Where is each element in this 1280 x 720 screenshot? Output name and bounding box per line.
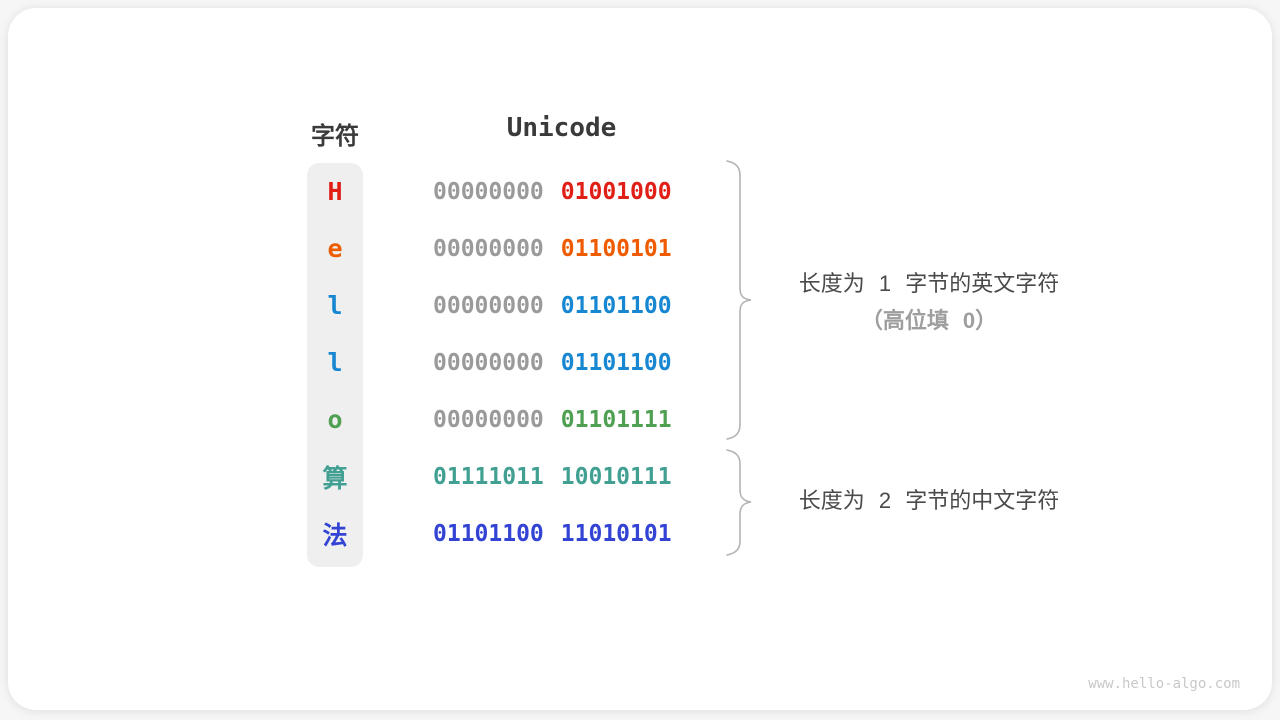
annotation-chinese: 长度为 2 字节的中文字符 bbox=[762, 482, 1096, 519]
annotation-chinese-line1: 长度为 2 字节的中文字符 bbox=[798, 488, 1060, 513]
byte-high: 01111011 bbox=[433, 463, 544, 490]
column-header-unicode: Unicode bbox=[506, 113, 617, 143]
byte-high: 01101100 bbox=[433, 520, 544, 547]
unicode-bits: 00000000 01001000 bbox=[433, 163, 672, 220]
encoding-row: 算 01111011 10010111 bbox=[0, 448, 1280, 505]
column-header-char: 字符 bbox=[311, 123, 359, 150]
character-cell: l bbox=[327, 291, 343, 320]
annotation-english-line1: 长度为 1 字节的英文字符 bbox=[798, 271, 1060, 296]
unicode-bits: 00000000 01101100 bbox=[433, 334, 672, 391]
annotation-english: 长度为 1 字节的英文字符 （高位填 0） bbox=[762, 265, 1096, 339]
character-cell: l bbox=[327, 348, 343, 377]
byte-low: 11010101 bbox=[560, 520, 672, 547]
byte-high: 00000000 bbox=[433, 349, 544, 376]
byte-low: 10010111 bbox=[560, 463, 672, 490]
unicode-bits: 00000000 01101100 bbox=[433, 277, 672, 334]
byte-high: 00000000 bbox=[433, 292, 544, 319]
character-cell: 算 bbox=[322, 463, 348, 493]
byte-low: 01001000 bbox=[560, 178, 672, 205]
unicode-bits: 01111011 10010111 bbox=[433, 448, 672, 505]
byte-high: 00000000 bbox=[433, 235, 544, 262]
encoding-row: o 00000000 01101111 bbox=[0, 391, 1280, 448]
byte-high: 00000000 bbox=[433, 178, 544, 205]
watermark: www.hello-algo.com bbox=[1088, 676, 1240, 692]
byte-low: 01101100 bbox=[560, 292, 672, 319]
encoding-row: H 00000000 01001000 bbox=[0, 163, 1280, 220]
figure-card bbox=[8, 8, 1272, 710]
annotation-english-line2: （高位填 0） bbox=[860, 308, 998, 333]
character-cell: 法 bbox=[322, 520, 348, 550]
character-cell: o bbox=[327, 405, 343, 434]
encoding-row: 法 01101100 11010101 bbox=[0, 505, 1280, 562]
encoding-row: l 00000000 01101100 bbox=[0, 334, 1280, 391]
character-cell: e bbox=[327, 234, 343, 263]
byte-low: 01101111 bbox=[560, 406, 672, 433]
character-cell: H bbox=[327, 177, 343, 206]
byte-high: 00000000 bbox=[433, 406, 544, 433]
unicode-bits: 01101100 11010101 bbox=[433, 505, 672, 562]
encoding-row: l 00000000 01101100 bbox=[0, 277, 1280, 334]
encoding-row: e 00000000 01100101 bbox=[0, 220, 1280, 277]
unicode-bits: 00000000 01101111 bbox=[433, 391, 672, 448]
char-column-background bbox=[307, 163, 363, 567]
byte-low: 01101100 bbox=[560, 349, 672, 376]
unicode-bits: 00000000 01100101 bbox=[433, 220, 672, 277]
byte-low: 01100101 bbox=[560, 235, 672, 262]
